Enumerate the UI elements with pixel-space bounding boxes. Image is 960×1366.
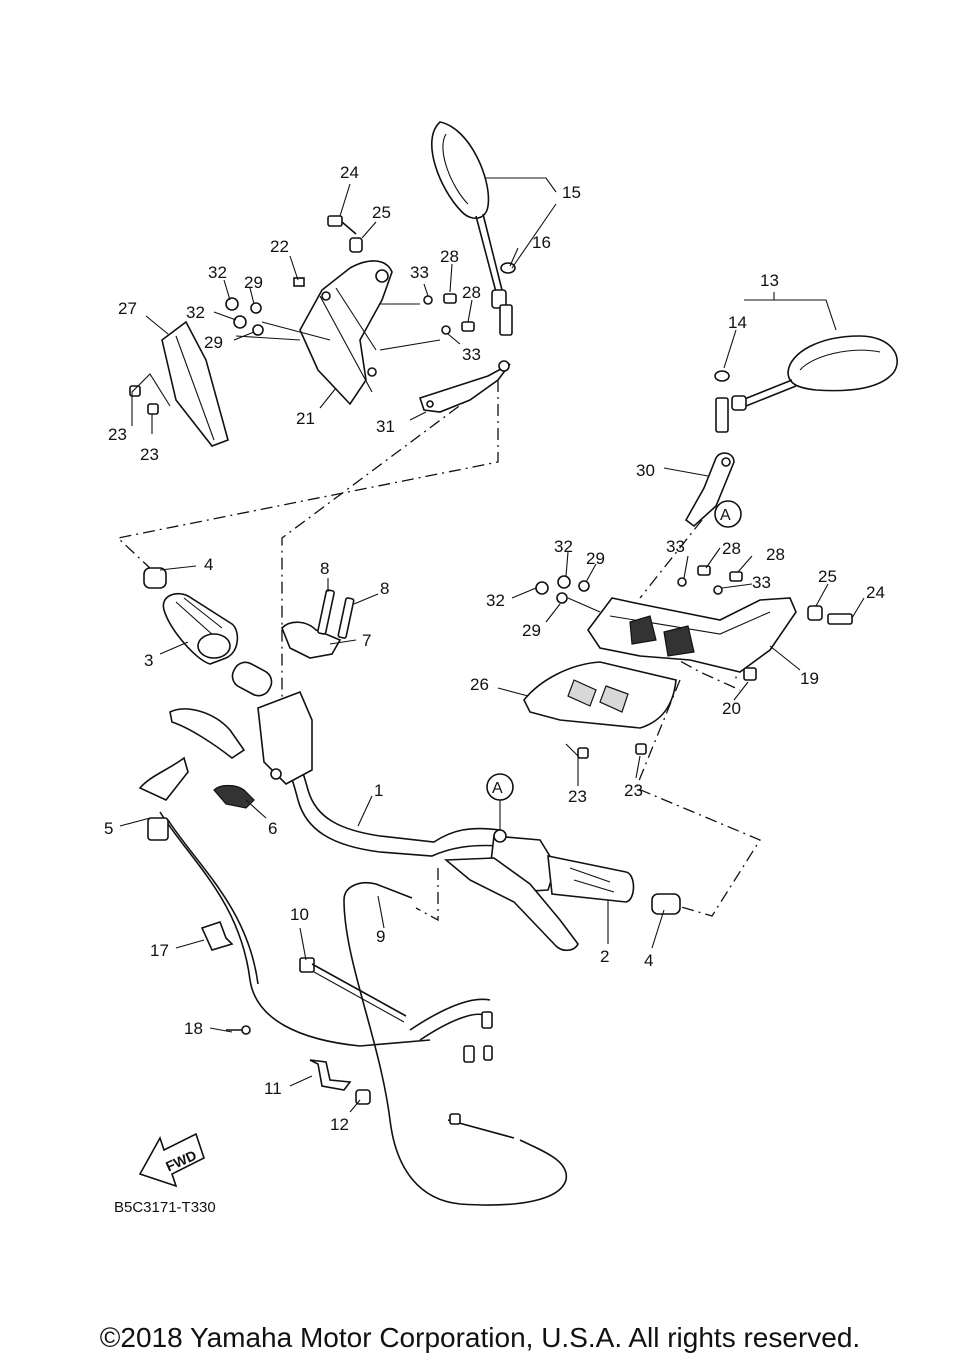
left-grip-clutch bbox=[138, 567, 431, 1047]
callout: 23 bbox=[624, 781, 643, 800]
callout: 24 bbox=[866, 583, 885, 602]
callout: 23 bbox=[140, 445, 159, 464]
callout: 23 bbox=[568, 787, 587, 806]
callout: 26 bbox=[470, 675, 489, 694]
callout: 6 bbox=[268, 819, 277, 838]
callout: 8 bbox=[380, 579, 389, 598]
callout: 11 bbox=[264, 1079, 282, 1098]
callouts: 24 25 22 32 29 32 29 27 23 23 21 31 33 2… bbox=[104, 163, 885, 1134]
callout: 29 bbox=[244, 273, 263, 292]
callout: 23 bbox=[108, 425, 127, 444]
right-handguard-assembly bbox=[523, 565, 853, 759]
fwd-arrow: FWD bbox=[138, 1132, 205, 1188]
callout: 32 bbox=[486, 591, 505, 610]
callout: 27 bbox=[118, 299, 137, 318]
copyright-notice: ©2018 Yamaha Motor Corporation, U.S.A. A… bbox=[99, 1322, 861, 1353]
callout: 31 bbox=[376, 417, 395, 436]
callout: 20 bbox=[722, 699, 741, 718]
callout: 29 bbox=[204, 333, 223, 352]
callout: 29 bbox=[522, 621, 541, 640]
callout: 24 bbox=[340, 163, 359, 182]
callout: 28 bbox=[766, 545, 785, 564]
callout: 8 bbox=[320, 559, 329, 578]
callout: 18 bbox=[184, 1019, 203, 1038]
callout: 12 bbox=[330, 1115, 349, 1134]
left-handguard-assembly bbox=[161, 260, 511, 447]
ref-marker-label: A bbox=[720, 507, 731, 524]
callout: 14 bbox=[728, 313, 747, 332]
callout: 28 bbox=[462, 283, 481, 302]
callout: 2 bbox=[600, 947, 609, 966]
callout: 19 bbox=[800, 669, 819, 688]
callout: 33 bbox=[462, 345, 481, 364]
callout: 15 bbox=[562, 183, 581, 202]
callout: 32 bbox=[186, 303, 205, 322]
callout: 28 bbox=[722, 539, 741, 558]
leader-lines bbox=[119, 177, 865, 1113]
callout: 17 bbox=[150, 941, 169, 960]
ref-markers: A A bbox=[486, 500, 742, 830]
callout: 32 bbox=[208, 263, 227, 282]
left-mirror bbox=[430, 121, 516, 336]
callout: 9 bbox=[376, 927, 385, 946]
callout: 1 bbox=[374, 781, 383, 800]
callout: 16 bbox=[532, 233, 551, 252]
callout: 29 bbox=[586, 549, 605, 568]
ref-marker-label: A bbox=[492, 780, 503, 797]
callout: 25 bbox=[372, 203, 391, 222]
callout: 33 bbox=[752, 573, 771, 592]
callout: 3 bbox=[144, 651, 153, 670]
callout: 32 bbox=[554, 537, 573, 556]
callout: 30 bbox=[636, 461, 655, 480]
callout: 10 bbox=[290, 905, 309, 924]
right-mirror bbox=[684, 335, 898, 528]
callout: 33 bbox=[410, 263, 429, 282]
right-grip-brake bbox=[343, 829, 681, 1206]
diagram-code: B5C3171-T330 bbox=[114, 1199, 216, 1216]
callout: 21 bbox=[296, 409, 315, 428]
callout: 13 bbox=[760, 271, 779, 290]
cables-clamps bbox=[200, 920, 515, 1139]
callout: 33 bbox=[666, 537, 685, 556]
callout: 7 bbox=[362, 631, 371, 650]
callout: 28 bbox=[440, 247, 459, 266]
callout: 4 bbox=[204, 555, 213, 574]
callout: 5 bbox=[104, 819, 113, 838]
callout: 4 bbox=[644, 951, 653, 970]
callout: 22 bbox=[270, 237, 289, 256]
left-hardware bbox=[129, 215, 475, 415]
callout: 25 bbox=[818, 567, 837, 586]
